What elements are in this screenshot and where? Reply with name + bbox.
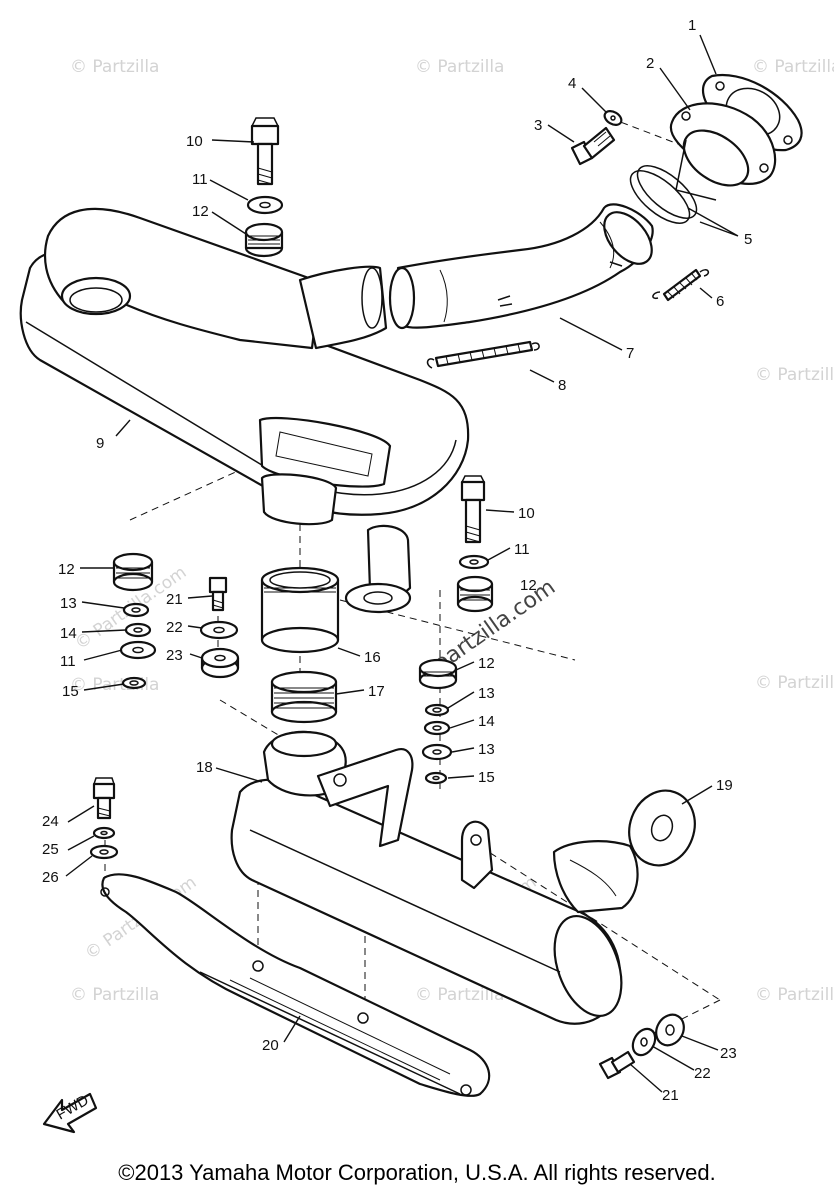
watermark: © Partzilla	[755, 673, 834, 693]
exhaust-parts-diagram: © Partzilla © Partzilla © Partzilla © Pa…	[19, 17, 834, 1134]
callout-12: 12	[478, 655, 495, 672]
callout-12: 12	[520, 577, 537, 594]
callout-numbers: 1 2 3 4 5 6 7 8 9 10 10 11 11 11 12 12 1…	[42, 17, 752, 1104]
grommet-part	[244, 222, 284, 258]
callout-9: 9	[96, 435, 104, 452]
sleeve-part	[260, 566, 340, 654]
callout-22: 22	[166, 619, 183, 636]
callout-10: 10	[518, 505, 535, 522]
watermark: © Partzilla	[415, 985, 504, 1005]
front-exhaust-pipe-part	[388, 203, 654, 330]
end-plate-part	[628, 789, 696, 867]
callout-26: 26	[42, 869, 59, 886]
callout-22: 22	[694, 1065, 711, 1082]
collar-part	[122, 602, 150, 618]
watermark: © Partzilla	[70, 57, 159, 77]
flange-bolt-part	[570, 126, 616, 166]
pipe-gasket-part	[270, 670, 338, 724]
callout-6: 6	[716, 293, 724, 310]
shield-bolt-part	[92, 777, 116, 820]
washer-part	[458, 554, 490, 570]
callout-8: 8	[558, 377, 566, 394]
small-bolt-part	[598, 1050, 636, 1080]
callout-13: 13	[478, 741, 495, 758]
callout-19: 19	[716, 777, 733, 794]
mounting-bolt-part	[250, 117, 280, 186]
callout-10: 10	[186, 133, 203, 150]
collar-part	[121, 676, 147, 690]
callout-11: 11	[192, 171, 208, 188]
damper-part	[200, 647, 240, 679]
exhaust-flange-part	[669, 102, 777, 201]
callout-25: 25	[42, 841, 59, 858]
callout-3: 3	[534, 117, 542, 134]
gasket-part	[701, 73, 803, 152]
washer-part	[421, 743, 453, 761]
copyright-notice: ©2013 Yamaha Motor Corporation, U.S.A. A…	[118, 1160, 716, 1185]
spring-part	[426, 340, 540, 369]
callout-21: 21	[662, 1087, 679, 1104]
callout-14: 14	[478, 713, 495, 730]
callout-1: 1	[688, 17, 696, 34]
callout-2: 2	[646, 55, 654, 72]
washer-part	[631, 1027, 657, 1057]
callout-12: 12	[192, 203, 209, 220]
grommet-part	[418, 658, 458, 690]
silencer-part	[230, 730, 639, 1025]
callout-13: 13	[60, 595, 77, 612]
callout-4: 4	[568, 75, 576, 92]
washer-part	[246, 195, 284, 215]
fwd-arrow-icon: FWD	[42, 1092, 98, 1134]
collar-part	[424, 771, 448, 785]
callout-21: 21	[166, 591, 183, 608]
watermark: © Partzilla	[70, 985, 159, 1005]
watermark: © Partzilla	[755, 985, 834, 1005]
grommet-part	[112, 552, 154, 592]
callout-15: 15	[62, 683, 79, 700]
collar-part	[424, 703, 450, 717]
callout-20: 20	[262, 1037, 279, 1054]
callout-16: 16	[364, 649, 381, 666]
callout-23: 23	[166, 647, 183, 664]
muffler-part	[19, 207, 470, 614]
spring-part	[652, 268, 710, 302]
damper-part	[655, 1013, 685, 1047]
callout-15: 15	[478, 769, 495, 786]
callout-7: 7	[626, 345, 634, 362]
callout-11: 11	[514, 541, 530, 558]
callout-13: 13	[478, 685, 495, 702]
leader-lines	[65, 34, 739, 1093]
lock-washer-part	[603, 110, 623, 126]
callout-24: 24	[42, 813, 59, 830]
callout-12: 12	[58, 561, 75, 578]
grommet-part	[456, 575, 494, 613]
callout-11: 11	[60, 653, 76, 670]
callout-23: 23	[720, 1045, 737, 1062]
callout-17: 17	[368, 683, 385, 700]
washer-part	[199, 620, 239, 640]
washer-part	[423, 720, 451, 736]
watermark: © Partzilla	[755, 365, 834, 385]
washer-part	[89, 844, 119, 860]
washer-part	[92, 826, 116, 840]
heat-shield-part	[100, 873, 491, 1097]
watermark: © Partzilla	[752, 57, 834, 77]
callout-5: 5	[744, 231, 752, 248]
mounting-bolt-part	[460, 475, 486, 544]
watermark: © Partzilla	[415, 57, 504, 77]
o-rings-part	[629, 165, 698, 224]
washer-part	[124, 622, 152, 638]
callout-18: 18	[196, 759, 213, 776]
washer-part	[119, 640, 157, 660]
callout-14: 14	[60, 625, 77, 642]
small-bolt-part	[208, 576, 228, 612]
